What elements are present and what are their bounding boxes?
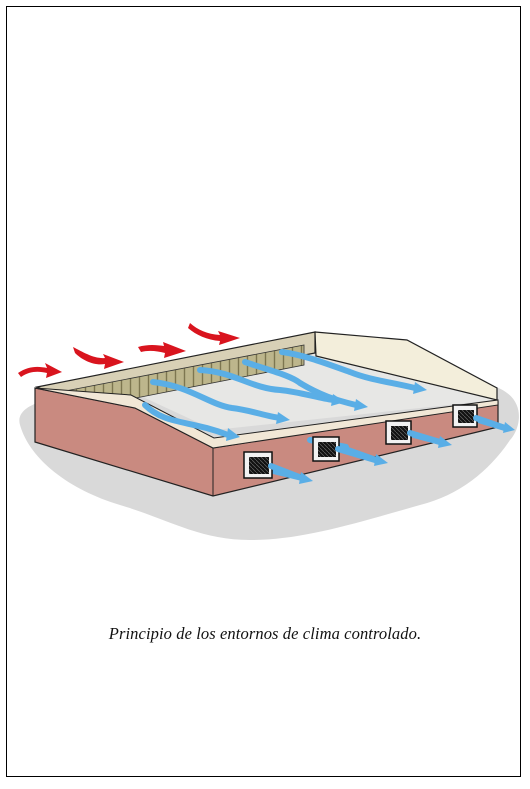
cooler-unit-4 <box>452 404 478 428</box>
warm-air-arrows <box>18 323 240 378</box>
inner-side-wall <box>314 331 498 401</box>
warm-air-arrow-4 <box>188 323 240 345</box>
warm-air-arrow-2 <box>73 347 124 369</box>
figure-caption: Principio de los entornos de clima contr… <box>108 624 422 643</box>
warm-air-arrow-3 <box>138 342 186 358</box>
cool-flow-1 <box>142 402 231 438</box>
cooler-unit-1 <box>243 451 273 479</box>
cooler-unit-2 <box>312 436 340 462</box>
cooler-unit-3 <box>385 420 412 445</box>
cooled-air-arrowheads <box>226 382 515 484</box>
cooler-units <box>243 404 478 479</box>
cool-flow-3 <box>197 367 336 403</box>
cool-flow-5 <box>279 349 418 391</box>
warm-air-arrow-1 <box>18 363 62 378</box>
cool-flow-2 <box>150 379 283 421</box>
